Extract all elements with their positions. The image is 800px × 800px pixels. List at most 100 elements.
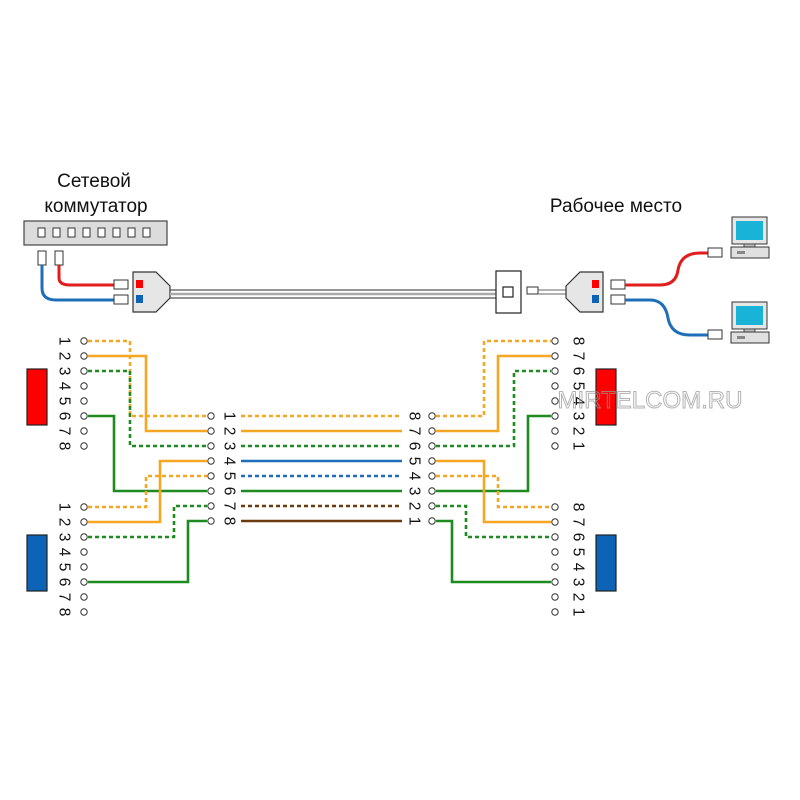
left-red-pin-number: 5 [56,397,73,406]
left-red-pin [80,427,88,435]
pc1-red-patch-cord [625,251,708,287]
left-blue-pin [80,503,88,511]
left-red-pin [80,382,88,390]
cable-left-pin-number: 3 [221,442,238,451]
switch-label-line2: коммутатор [44,196,147,217]
left-blue-pin-number: 8 [56,608,73,617]
network-switch-icon [23,220,168,246]
left-blue-pin [80,518,88,526]
cable-right-pin-number: 5 [406,457,423,466]
cable-left-pin-number: 5 [221,472,238,481]
computer-icon [730,301,770,344]
cable-left-pin [207,427,215,435]
cable-left-pin [207,472,215,480]
cable-right-pin [428,502,436,510]
cable-right-pin-number: 7 [406,427,423,436]
wire-right-red-pin6 [436,414,551,493]
watermark: MIRTELCOM.RU [558,387,743,414]
left-blue-pin [80,533,88,541]
right-blue-pin-number: 8 [570,503,587,512]
splitter-icon [132,271,171,313]
left-blue-pin-number: 3 [56,533,73,542]
cable-right-pin [428,442,436,450]
right-red-pin [551,337,559,345]
pin-numbers: 1234567812345678123456788765432187654321… [56,337,587,617]
left-red-pin-number: 6 [56,412,73,421]
left-blue-pin-number: 2 [56,518,73,527]
pc2-blue-patch-cord [625,298,708,337]
splitter-icon [565,271,604,313]
cable-left-pin-number: 4 [221,457,238,466]
wires [88,339,551,584]
right-red-pin [551,367,559,375]
left-blue-pin-number: 4 [56,548,73,557]
right-blue-pin [551,563,559,571]
left-red-pin [80,412,88,420]
right-blue-pin-number: 4 [570,563,587,572]
right-blue-pin [551,533,559,541]
right-red-pin-number: 3 [570,412,587,421]
wire-left-red-pin2 [88,354,207,433]
wire-left-blue-pin1 [88,474,207,509]
cable-right-pin [428,427,436,435]
cable-left-pin [207,487,215,495]
right-red-pin [551,397,559,405]
cable-left-pin [207,502,215,510]
cable-right-pin-number: 6 [406,442,423,451]
right-splitter-plugs [610,279,626,305]
cable-left-pin [207,412,215,420]
computer-icon [730,216,770,259]
right-blue-pin [551,593,559,601]
main-cable [170,289,496,299]
left-blue-pin-number: 1 [56,503,73,512]
left-red-pin [80,442,88,450]
right-red-pin-number: 1 [570,442,587,451]
cable-right-pin-number: 4 [406,472,423,481]
cable-right-pin [428,457,436,465]
cable-left-pin-number: 6 [221,487,238,496]
cable-right-pin [428,472,436,480]
right-red-pin [551,352,559,360]
wire-left-red-pin6 [88,414,207,493]
left-red-pin-number: 8 [56,442,73,451]
right-red-pin-number: 4 [570,397,587,406]
left-blue-pin [80,563,88,571]
left-red-pin-number: 3 [56,367,73,376]
left-blue-port-block [26,534,48,592]
left-red-pin-number: 4 [56,382,73,391]
right-blue-pin [551,608,559,616]
right-red-pin-number: 2 [570,427,587,436]
right-blue-pin [551,548,559,556]
wire-right-blue-pin1 [436,474,551,509]
wire-right-red-pin1 [436,339,551,418]
cable-right-pin [428,517,436,525]
right-red-pin [551,382,559,390]
right-red-pin [551,442,559,450]
connector-pins [80,337,559,616]
cable-right-pin-number: 2 [406,502,423,511]
right-red-pin [551,412,559,420]
pc-plugs [707,247,723,340]
left-blue-pin-number: 6 [56,578,73,587]
right-red-pin-number: 7 [570,352,587,361]
right-blue-pin [551,518,559,526]
cable-right-pin [428,412,436,420]
wire-right-red-pin3 [436,369,551,448]
left-blue-pin-number: 7 [56,593,73,602]
cable-right-pin-number: 3 [406,487,423,496]
cable-left-pin-number: 8 [221,517,238,526]
cable-left-pin [207,517,215,525]
socket-to-splitter-cord [526,286,566,295]
cable-right-pin [428,487,436,495]
wire-left-blue-pin2 [88,459,207,524]
right-red-port-block [595,368,617,426]
cable-left-pin [207,457,215,465]
wire-right-blue-pin3 [436,504,551,539]
wire-left-red-pin1 [88,339,207,418]
right-red-pin [551,427,559,435]
wall-socket-icon [495,270,522,314]
switch-blue-patch-cord [40,265,114,302]
left-red-pin [80,367,88,375]
wire-left-blue-pin6 [88,519,207,584]
